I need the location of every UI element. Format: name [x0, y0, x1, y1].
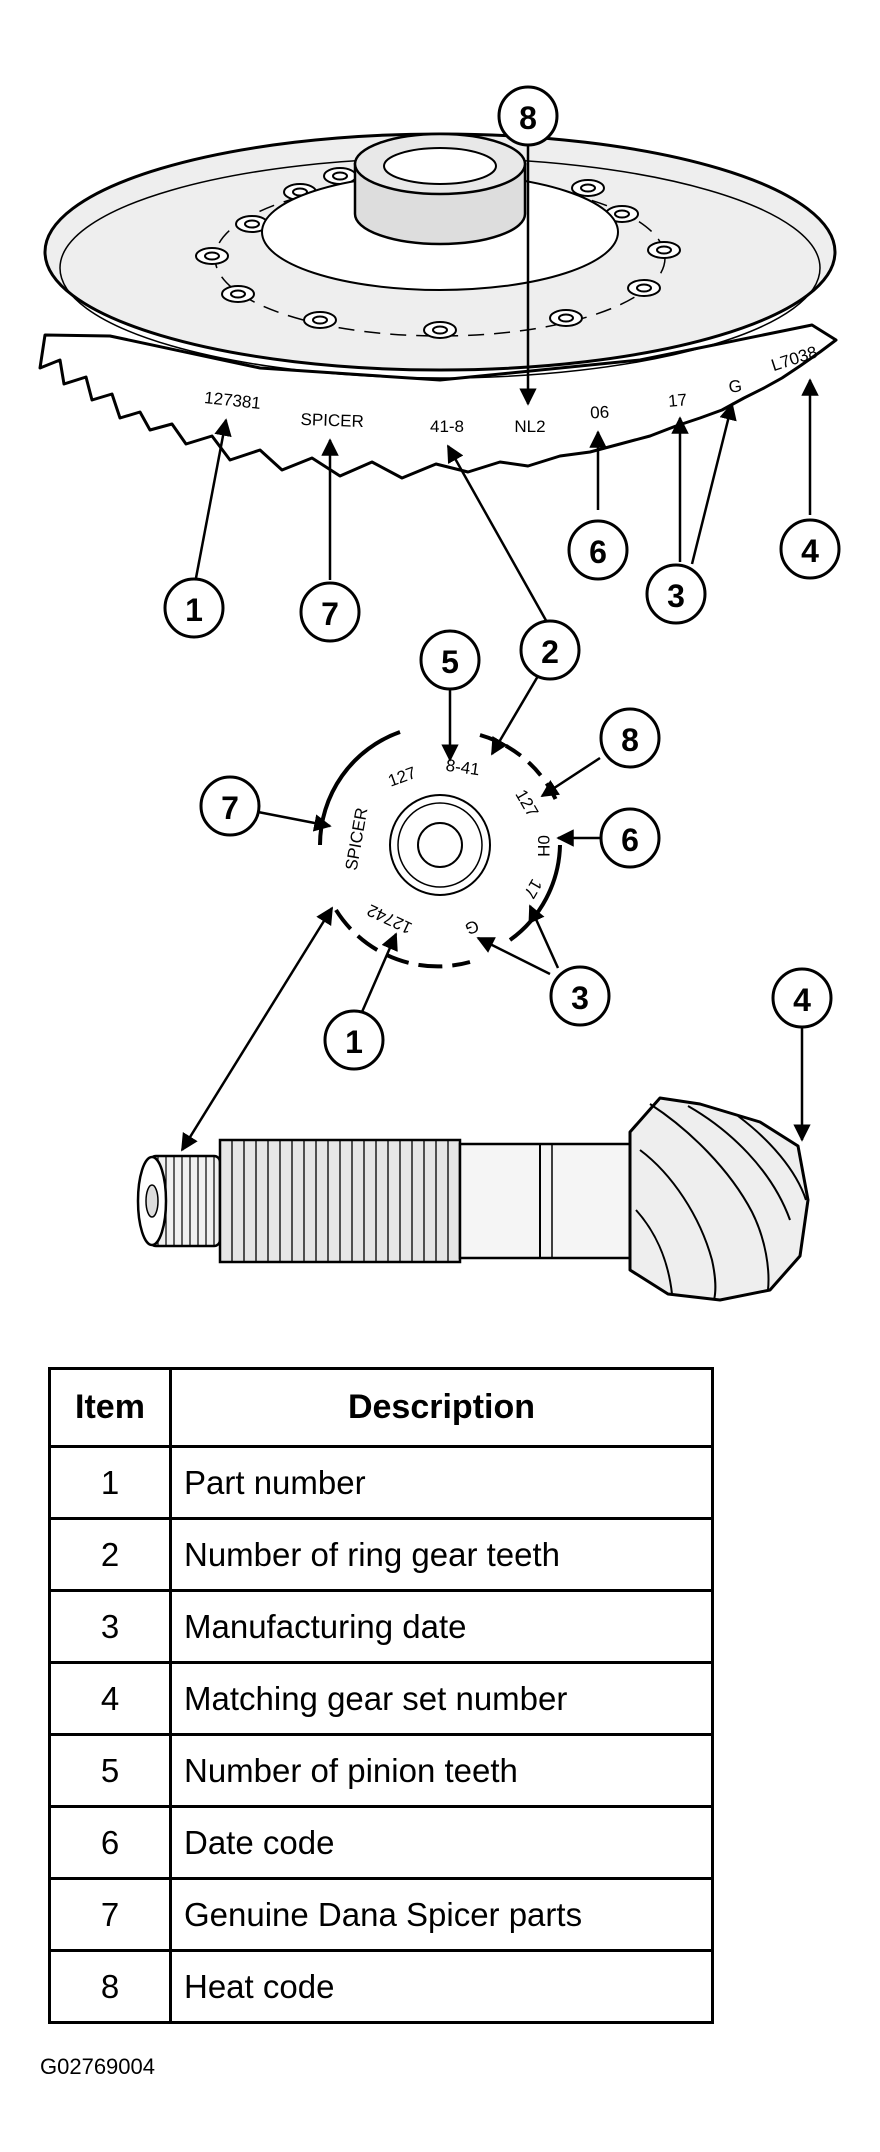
ring-mark-brand: SPICER: [300, 410, 364, 431]
ring-mark-date-letter: G: [728, 376, 743, 396]
svg-text:4: 4: [793, 982, 811, 1018]
leader-pin-3a: [476, 936, 551, 976]
svg-text:1: 1: [345, 1024, 363, 1060]
item-number: 2: [48, 1517, 172, 1592]
callout-pin-3: 3: [549, 965, 611, 1027]
ring-gear-bolt-holes: [195, 167, 681, 339]
pinion-mark-date-code: 0H: [534, 835, 553, 857]
item-number: 1: [48, 1445, 172, 1520]
callout-pin-1: 1: [323, 1009, 385, 1071]
item-number: 8: [48, 1949, 172, 2024]
callout-pin-8: 8: [599, 707, 661, 769]
item-number: 3: [48, 1589, 172, 1664]
svg-text:6: 6: [589, 534, 607, 570]
leader-ring-3b: [690, 402, 737, 565]
ring-gear-teeth: [38, 323, 838, 480]
item-number: 5: [48, 1733, 172, 1808]
item-description: Manufacturing date: [169, 1589, 714, 1664]
item-description: Part number: [169, 1445, 714, 1520]
item-description: Genuine Dana Spicer parts: [169, 1877, 714, 1952]
callout-ring-6: 6: [567, 519, 629, 581]
ring-mark-date-code: 06: [590, 403, 610, 423]
table-header-row: Item Description: [48, 1367, 714, 1448]
callout-shaft-4: 4: [771, 967, 833, 1029]
column-header-item: Item: [48, 1367, 172, 1448]
callout-pin-2: 2: [519, 619, 581, 681]
pinion-shaft-illustration: [136, 1096, 810, 1302]
item-number: 4: [48, 1661, 172, 1736]
ring-mark-date-num: 17: [667, 390, 688, 411]
svg-text:8: 8: [519, 100, 537, 136]
column-header-description: Description: [169, 1367, 714, 1448]
callout-ring-1: 1: [163, 577, 225, 639]
gear-marking-diagram: 127381 SPICER 41-8 NL2 06 17 G L7038 8 1…: [38, 85, 841, 1302]
pinion-mark-date-letter: G: [462, 916, 481, 938]
ring-gear-illustration: 127381 SPICER 41-8 NL2 06 17 G L7038: [38, 132, 838, 480]
svg-text:4: 4: [801, 533, 819, 569]
svg-text:3: 3: [571, 980, 589, 1016]
pinion-head: [628, 1096, 810, 1302]
callout-ring-7: 7: [299, 581, 361, 643]
item-description: Date code: [169, 1805, 714, 1880]
svg-text:7: 7: [321, 596, 339, 632]
leader-pin-1: [360, 932, 398, 1013]
item-description: Number of ring gear teeth: [169, 1517, 714, 1592]
svg-text:5: 5: [441, 644, 459, 680]
callout-pin-7: 7: [199, 775, 261, 837]
ring-mark-ratio: 41-8: [430, 417, 464, 436]
svg-text:3: 3: [667, 578, 685, 614]
item-description: Matching gear set number: [169, 1661, 714, 1736]
svg-text:2: 2: [541, 634, 559, 670]
item-description: Heat code: [169, 1949, 714, 2024]
pinion-face-illustration: 127 8-41 127 0H 17 G 12742 SPICER: [318, 725, 562, 969]
svg-text:7: 7: [221, 790, 239, 826]
figure-id: G02769004: [40, 2054, 155, 2079]
callout-ring-8: 8: [497, 85, 559, 147]
callout-pin-5: 5: [419, 629, 481, 691]
leader-pin-3b: [528, 904, 560, 969]
leader-ring-2: [446, 444, 550, 625]
callout-pin-6: 6: [599, 807, 661, 869]
leader-ring-1: [194, 418, 232, 579]
leader-pin-7: [257, 810, 332, 832]
svg-text:6: 6: [621, 822, 639, 858]
item-number: 6: [48, 1805, 172, 1880]
callout-ring-3: 3: [645, 563, 707, 625]
item-number: 7: [48, 1877, 172, 1952]
svg-text:8: 8: [621, 722, 639, 758]
callout-ring-4: 4: [779, 518, 841, 580]
svg-text:1: 1: [185, 592, 203, 628]
leader-pin-face-shaft: [180, 906, 334, 1152]
leader-pin-2: [490, 675, 540, 756]
ring-mark-heat-code: NL2: [514, 417, 545, 436]
item-description: Number of pinion teeth: [169, 1733, 714, 1808]
leader-pin-8: [540, 756, 601, 798]
